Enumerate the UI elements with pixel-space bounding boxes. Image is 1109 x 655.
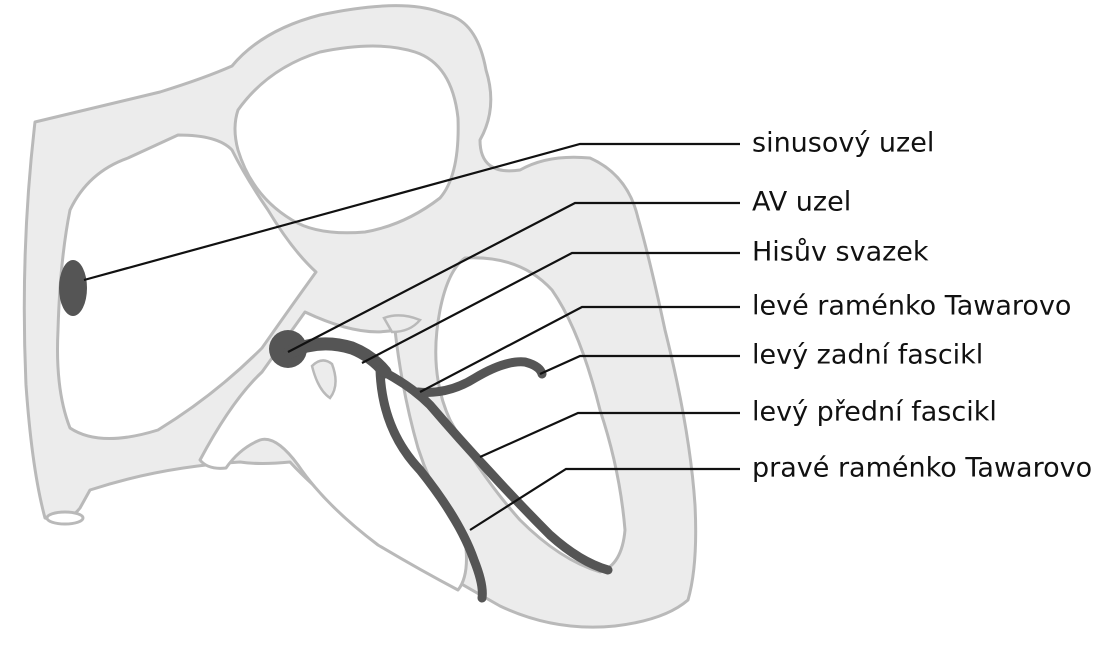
label-left-bundle: levé raménko Tawarovo xyxy=(752,291,1071,322)
label-av-node: AV uzel xyxy=(752,187,851,218)
label-sa-node: sinusový uzel xyxy=(752,128,934,159)
heart-outline xyxy=(24,6,695,627)
vessel-stub xyxy=(47,512,83,524)
label-his-bundle: Hisův svazek xyxy=(752,237,929,268)
label-right-bundle: pravé raménko Tawarovo xyxy=(752,453,1092,484)
label-left-anterior: levý přední fascikl xyxy=(752,397,997,428)
labels: sinusový uzel AV uzel Hisův svazek levé … xyxy=(752,128,1092,484)
sa-node xyxy=(59,260,87,316)
label-left-posterior: levý zadní fascikl xyxy=(752,340,983,371)
